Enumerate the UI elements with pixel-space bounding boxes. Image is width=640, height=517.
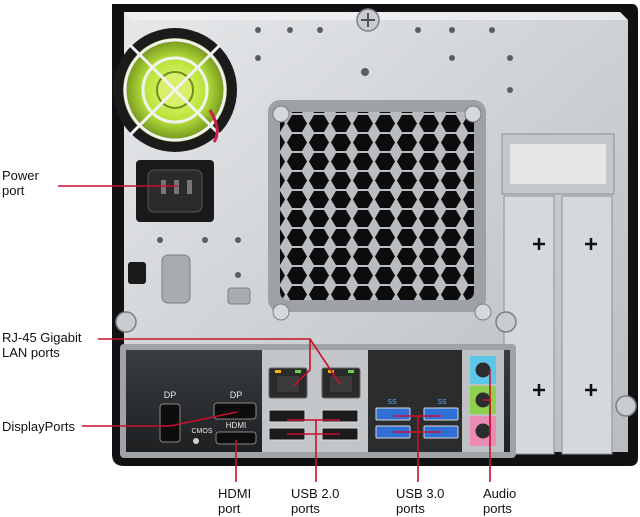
dp-right-label: DP	[230, 390, 243, 400]
hdmi-label: HDMI	[226, 421, 246, 430]
power-port-label: Power port	[2, 168, 39, 198]
fan-guard	[123, 38, 227, 142]
dp-left-label: DP	[164, 390, 177, 400]
top-screw	[356, 8, 380, 32]
displayports-label: DisplayPorts	[2, 419, 75, 434]
displayport-left: DP	[159, 390, 181, 443]
usb3-logo-right: SS	[437, 399, 447, 406]
usb2-ports-label: USB 2.0 ports	[291, 486, 340, 516]
audio-ports	[470, 356, 496, 446]
power-inlet	[136, 160, 214, 222]
vent-grille	[268, 100, 492, 321]
mount-holes	[157, 27, 513, 278]
fan	[113, 28, 237, 152]
rj45-label: RJ-45 Gigabit LAN ports	[2, 330, 82, 360]
slot-cross-marks	[533, 238, 597, 396]
vent-screw	[272, 105, 492, 321]
usb3-ports-label: USB 3.0 ports	[396, 486, 445, 516]
rj45-leader	[98, 338, 311, 387]
usb3-logo-left: SS	[387, 399, 397, 406]
io-screws	[115, 311, 517, 333]
usb2-ports	[268, 409, 359, 441]
cmos-label: CMOS	[192, 428, 213, 435]
expansion-slots	[501, 133, 637, 455]
cmos-button: CMOS	[192, 428, 213, 444]
leader-lines	[58, 185, 491, 482]
audio-ports-label: Audio ports	[483, 486, 517, 516]
hdmi-port-label: HDMI port	[218, 486, 252, 516]
side-cutouts	[128, 254, 251, 305]
